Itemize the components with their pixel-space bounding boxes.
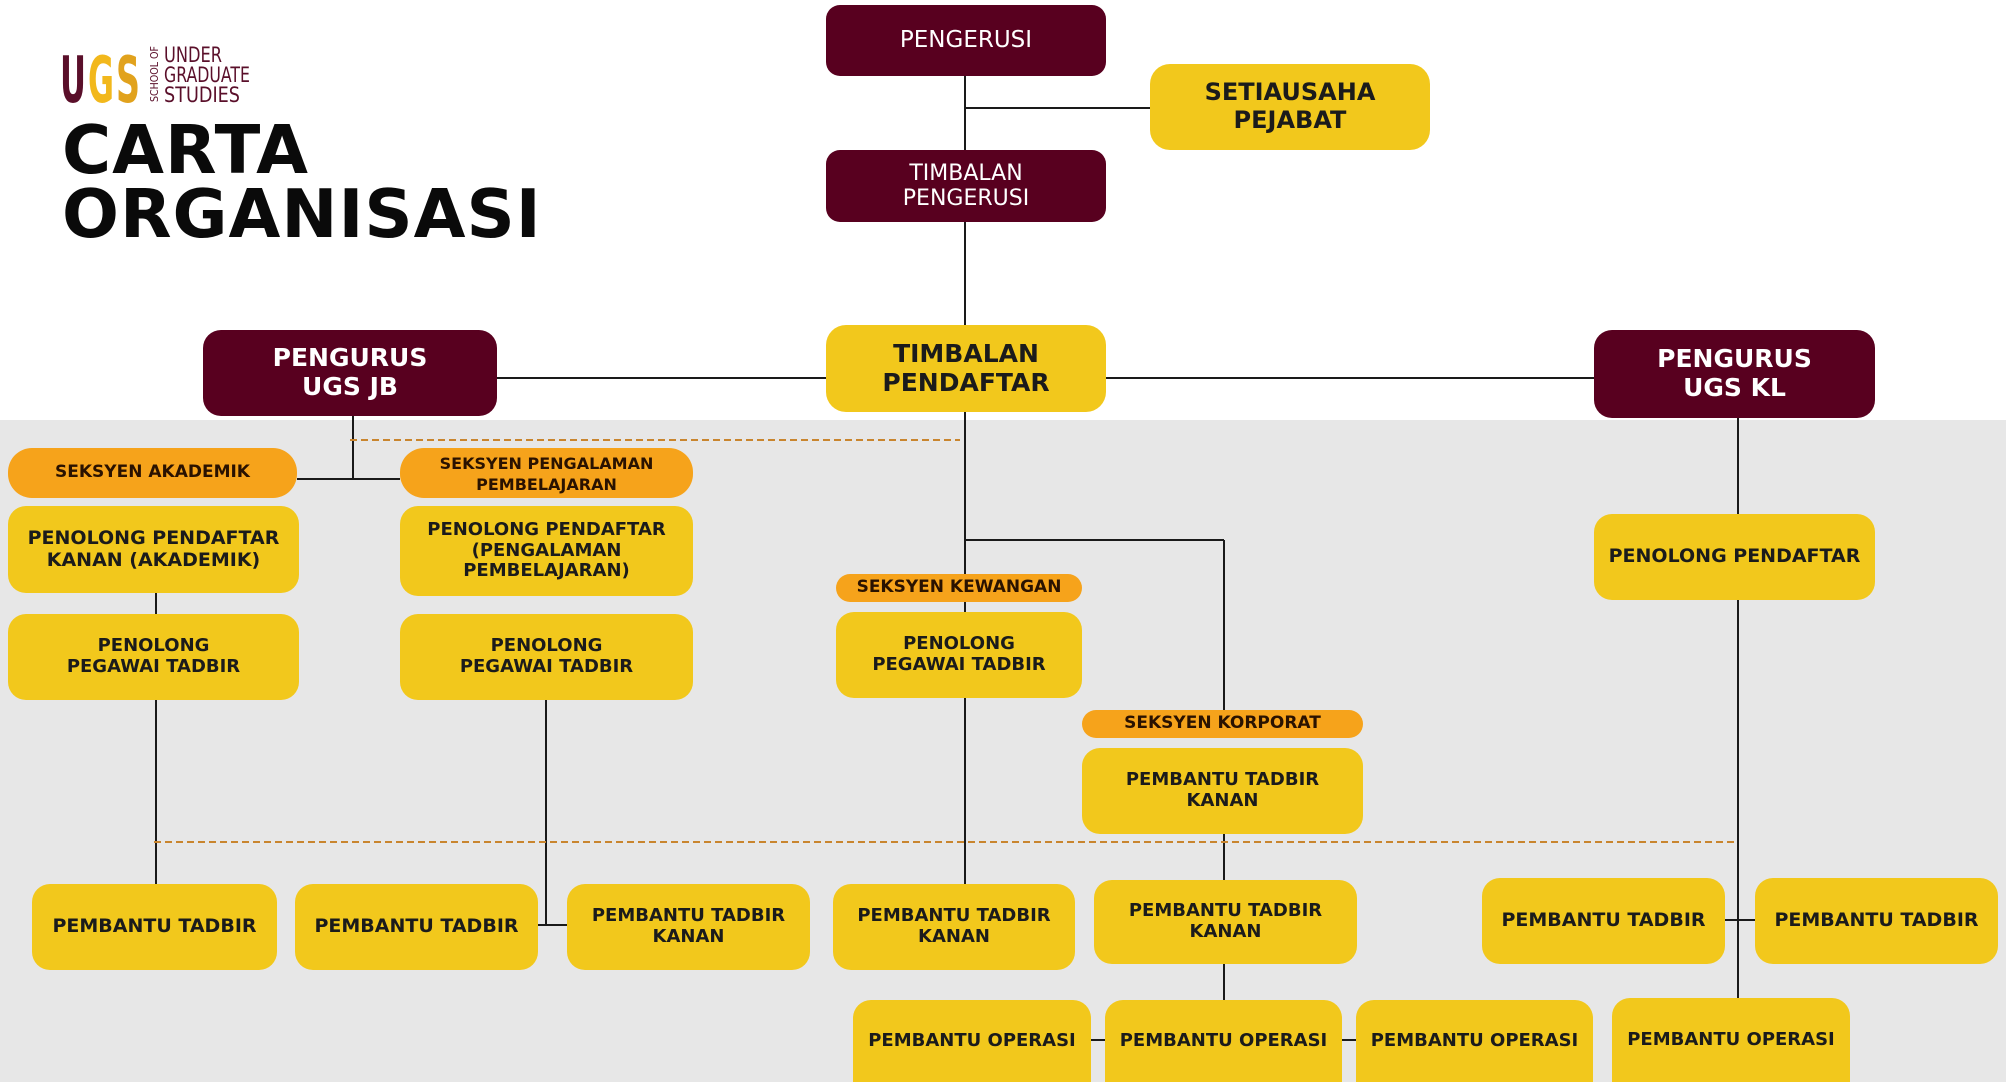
node-pembantu-tadbir-kanan-korporat: PEMBANTU TADBIR KANAN (1082, 748, 1363, 834)
node-pembantu-operasi-3: PEMBANTU OPERASI (1356, 1000, 1593, 1082)
node-pembantu-tadbir-kanan-5: PEMBANTU TADBIR KANAN (1094, 880, 1357, 964)
node-penolong-pendaftar-kanan-akademik: PENOLONG PENDAFTAR KANAN (AKADEMIK) (8, 506, 299, 593)
ugs-logo: U G S SCHOOL OF UNDER GRADUATE STUDIES (60, 43, 250, 106)
node-pembantu-tadbir-kanan-4: PEMBANTU TADBIR KANAN (833, 884, 1075, 970)
svg-text:UNDER: UNDER (164, 43, 222, 67)
svg-text:SCHOOL OF: SCHOOL OF (148, 46, 161, 102)
node-penolong-pendaftar-kl: PENOLONG PENDAFTAR (1594, 514, 1875, 600)
label-seksyen-korporat: SEKSYEN KORPORAT (1082, 710, 1363, 738)
page-title: CARTA ORGANISASI (62, 111, 542, 253)
node-pembantu-tadbir-kanan-3: PEMBANTU TADBIR KANAN (567, 884, 810, 970)
svg-text:G: G (88, 44, 114, 106)
node-penolong-pegawai-tadbir-akademik: PENOLONG PEGAWAI TADBIR (8, 614, 299, 700)
node-pembantu-operasi-1: PEMBANTU OPERASI (853, 1000, 1091, 1082)
label-seksyen-akademik: SEKSYEN AKADEMIK (8, 448, 297, 498)
label-seksyen-pengalaman-pembelajaran: SEKSYEN PENGALAMAN PEMBELAJARAN (400, 448, 693, 498)
node-setiausaha-pejabat: SETIAUSAHA PEJABAT (1150, 64, 1430, 150)
svg-text:U: U (60, 44, 86, 106)
node-penolong-pegawai-tadbir-pengalaman: PENOLONG PEGAWAI TADBIR (400, 614, 693, 700)
label-seksyen-kewangan: SEKSYEN KEWANGAN (836, 574, 1082, 602)
node-pembantu-tadbir-1: PEMBANTU TADBIR (32, 884, 277, 970)
node-pengerusi: PENGERUSI (826, 5, 1106, 76)
node-pembantu-tadbir-2: PEMBANTU TADBIR (295, 884, 538, 970)
node-pembantu-operasi-2: PEMBANTU OPERASI (1105, 1000, 1342, 1082)
svg-text:S: S (116, 44, 140, 106)
node-timbalan-pengerusi: TIMBALAN PENGERUSI (826, 150, 1106, 222)
node-pembantu-tadbir-kl-2: PEMBANTU TADBIR (1755, 878, 1998, 964)
svg-text:STUDIES: STUDIES (164, 83, 240, 106)
node-pembantu-operasi-kl: PEMBANTU OPERASI (1612, 998, 1850, 1082)
node-pengurus-ugs-kl: PENGURUS UGS KL (1594, 330, 1875, 418)
node-pembantu-tadbir-kl-1: PEMBANTU TADBIR (1482, 878, 1725, 964)
node-pengurus-ugs-jb: PENGURUS UGS JB (203, 330, 497, 416)
svg-text:GRADUATE: GRADUATE (164, 63, 250, 87)
node-timbalan-pendaftar: TIMBALAN PENDAFTAR (826, 325, 1106, 412)
node-penolong-pegawai-tadbir-kewangan: PENOLONG PEGAWAI TADBIR (836, 612, 1082, 698)
node-penolong-pendaftar-pengalaman: PENOLONG PENDAFTAR (PENGALAMAN PEMBELAJA… (400, 506, 693, 596)
